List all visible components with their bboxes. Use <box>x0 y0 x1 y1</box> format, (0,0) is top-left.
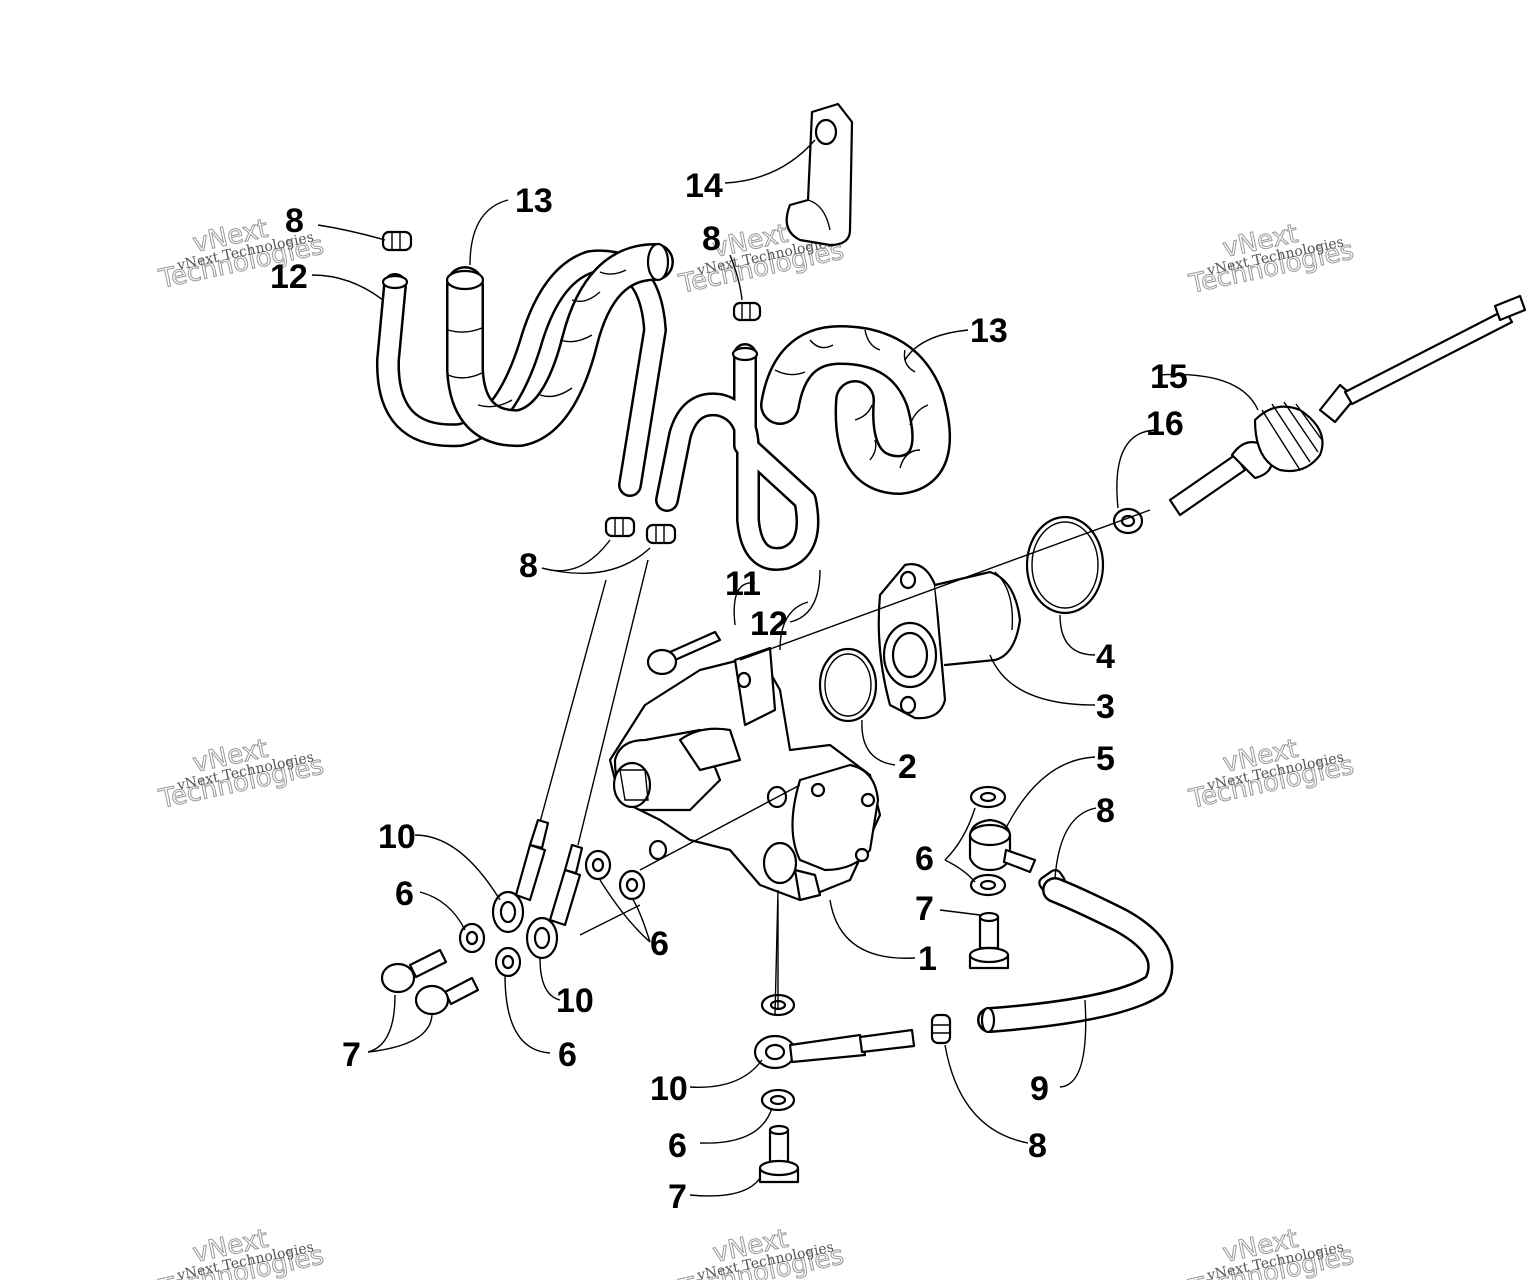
hose-13-upper-left <box>445 242 674 448</box>
washer-6-b <box>494 946 522 978</box>
callout-7-right: 7 <box>915 890 934 928</box>
watermark-mid-left: vNext Technologies vNext Technologies <box>155 733 327 815</box>
bolt-7-left-b <box>414 976 480 1016</box>
watermark-bottom-center: vNext Technologies vNext Technologies <box>675 1223 847 1280</box>
callout-6-left-upper: 6 <box>395 875 414 913</box>
washer-16 <box>1112 507 1144 535</box>
banjo-fitting-10-left-lower <box>525 843 584 960</box>
callout-7-bottom: 7 <box>668 1178 687 1216</box>
bolt-11 <box>646 630 722 676</box>
hose-clamp-8-bottom <box>930 1013 952 1045</box>
hose-13-upper-right <box>760 325 952 495</box>
hose-9 <box>977 877 1174 1034</box>
bolt-7-bottom <box>758 1124 800 1184</box>
callout-9: 9 <box>1030 1070 1049 1108</box>
watermark-mid-right: vNext Technologies vNext Technologies <box>1185 733 1357 815</box>
washer-6-a <box>458 922 486 954</box>
callout-2: 2 <box>898 748 917 786</box>
washer-6-d <box>618 869 646 901</box>
callout-1: 1 <box>918 940 937 978</box>
callout-6-right: 6 <box>915 840 934 878</box>
callout-12-top-left: 12 <box>270 258 308 296</box>
hose-clamp-8-mid-b <box>645 523 677 545</box>
callout-12-middle: 12 <box>750 605 788 643</box>
bolt-7-left-a <box>380 948 448 994</box>
hose-12-middle <box>655 343 820 571</box>
drive-shaft-15 <box>1168 294 1527 517</box>
hose-clamp-8-top-middle <box>732 301 762 322</box>
callout-7-left: 7 <box>342 1036 361 1074</box>
o-ring-2 <box>818 647 878 723</box>
watermark-bottom-left: vNext Technologies vNext Technologies <box>155 1223 327 1280</box>
callout-15: 15 <box>1150 358 1188 396</box>
callout-4: 4 <box>1096 638 1115 676</box>
callout-16: 16 <box>1146 405 1184 443</box>
fitting-5 <box>968 818 1037 874</box>
callout-8-top-left: 8 <box>285 202 304 240</box>
leader-lines <box>311 139 1259 1197</box>
watermark-top-right: vNext Technologies vNext Technologies <box>1185 218 1357 300</box>
watermark-bottom-right: vNext Technologies vNext Technologies <box>1185 1223 1357 1280</box>
callout-5: 5 <box>1096 740 1115 778</box>
bolt-7-right <box>968 911 1010 970</box>
o-ring-4 <box>1025 515 1105 615</box>
washer-6-g <box>969 873 1007 897</box>
callout-8-right: 8 <box>1096 792 1115 830</box>
callout-8-middle: 8 <box>519 547 538 585</box>
washer-6-h <box>760 1088 796 1112</box>
washer-6-c <box>584 849 612 881</box>
callout-6-bottom: 6 <box>668 1127 687 1165</box>
callout-14: 14 <box>685 167 723 205</box>
callout-3: 3 <box>1096 688 1115 726</box>
callout-13-right: 13 <box>970 312 1008 350</box>
callout-8-bottom: 8 <box>1028 1127 1047 1165</box>
feed-line-left <box>539 559 649 846</box>
callout-10-left-lower: 10 <box>556 982 594 1020</box>
callout-8-top-middle: 8 <box>702 220 721 258</box>
hose-clamp-8-mid-a <box>604 516 636 538</box>
banjo-fitting-10-left-upper <box>491 818 550 934</box>
oil-pump-body-1 <box>608 646 882 902</box>
explosion-axis-lines <box>579 509 1151 1010</box>
callout-6-left-lower: 6 <box>558 1036 577 1074</box>
banjo-fitting-10-bottom <box>753 1028 916 1070</box>
bracket-14 <box>785 102 854 247</box>
washer-6-f <box>969 785 1007 809</box>
callout-6-middle: 6 <box>650 925 669 963</box>
callout-11: 11 <box>725 565 761 603</box>
callout-10-bottom: 10 <box>650 1070 688 1108</box>
callout-10-left-upper: 10 <box>378 818 416 856</box>
callout-13-top-left: 13 <box>515 182 553 220</box>
hose-clamp-8-top-left <box>381 230 413 252</box>
housing-3 <box>877 563 1022 720</box>
